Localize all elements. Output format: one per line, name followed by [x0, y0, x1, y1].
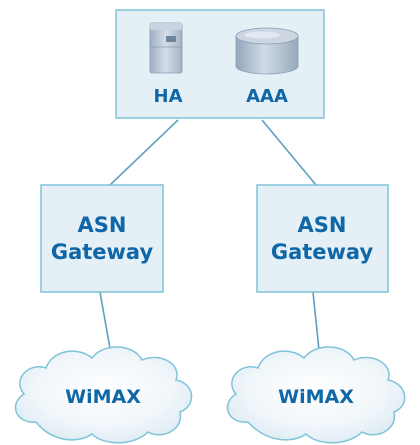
- ha-label: HA: [154, 86, 183, 107]
- wimax-cloud-right: WiMAX: [226, 346, 406, 444]
- gateway-right-frame: [256, 184, 389, 293]
- asn-gateway-right: ASN Gateway: [256, 184, 389, 293]
- gateway-right-line1: ASN: [298, 213, 347, 237]
- database-icon: [235, 27, 299, 75]
- gateway-right-line2: Gateway: [271, 240, 374, 264]
- core-network-box: HA AAA: [115, 9, 325, 119]
- wimax-cloud-left: WiMAX: [14, 346, 193, 444]
- server-icon: [149, 22, 183, 74]
- link-core-to-gateway-right: [261, 119, 317, 186]
- link-core-to-gateway-left: [109, 119, 179, 186]
- gateway-left-frame: [40, 184, 164, 293]
- gateway-left-line1: ASN: [78, 213, 127, 237]
- cloud-icon: [14, 346, 193, 444]
- cloud-right-label: WiMAX: [278, 386, 354, 408]
- gateway-left-line2: Gateway: [51, 240, 154, 264]
- aaa-label: AAA: [246, 86, 288, 107]
- cloud-left-label: WiMAX: [65, 386, 141, 408]
- asn-gateway-left: ASN Gateway: [40, 184, 164, 293]
- cloud-icon: [226, 346, 406, 444]
